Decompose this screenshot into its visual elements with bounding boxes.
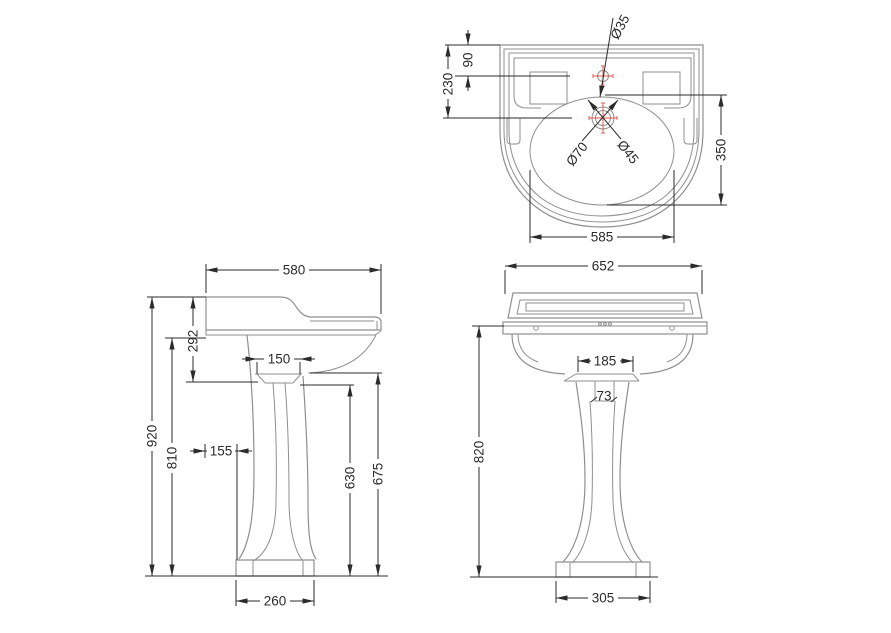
side-trap-cover (255, 373, 302, 384)
side-pedestal-back-edge (238, 334, 255, 560)
plan-inset-outline-2 (508, 52, 695, 217)
dim-305-label: 305 (592, 591, 615, 606)
side-bowl-underside-arc (307, 334, 377, 374)
front-overflow-hole-3 (608, 322, 612, 326)
dim-350-label: 350 (714, 139, 729, 162)
front-pedestal-inner-right (612, 400, 634, 564)
front-overflow-hole-1 (598, 322, 602, 326)
plan-view: Ø35 Ø70 Ø45 90 230 350 585 (441, 12, 729, 244)
dim-90-label: 90 (461, 52, 476, 67)
dim-155-label: 155 (210, 444, 233, 459)
front-bowl-inner-arc-right (666, 333, 688, 363)
dim-292-label: 292 (186, 330, 201, 353)
dim-260-label: 260 (264, 594, 287, 609)
dim-230-label: 230 (441, 73, 456, 96)
side-basin-outline (205, 296, 382, 331)
dim-150-label: 150 (268, 352, 291, 367)
plan-inset-outline-1 (503, 48, 700, 223)
dim-810-label: 810 (165, 447, 180, 470)
dim-820-label: 820 (472, 441, 487, 464)
dim-73-label: 73 (596, 389, 611, 404)
front-pedestal-outer-right (619, 381, 643, 563)
front-pedestal-inner-left (571, 400, 593, 564)
dim-580-label: 580 (283, 263, 306, 278)
front-waste-pipe (594, 381, 615, 402)
front-backsplash-outer (507, 292, 703, 319)
front-rim-slab (502, 321, 708, 335)
side-pedestal-front-edge (302, 375, 317, 560)
plan-shelf-inner-edge (513, 57, 692, 109)
plan-outer-outline (499, 44, 704, 228)
plan-bowl-outline (529, 96, 675, 206)
dim-630-label: 630 (343, 467, 358, 490)
dim-675-label: 675 (371, 463, 386, 486)
dim-73-tick-left (590, 396, 598, 403)
waste-outer-leader (581, 99, 619, 142)
plan-tap-platform-right (642, 71, 681, 105)
front-backsplash-inner-1 (516, 299, 694, 315)
front-bowl-arc-left (511, 333, 566, 375)
front-trap-cover (563, 373, 640, 382)
front-elevation-view: 652 820 185 73 305 (470, 259, 708, 606)
front-backsplash-inner-2 (525, 302, 685, 312)
front-fixing-hole-right (669, 325, 675, 331)
front-bowl-arc-right (639, 333, 694, 375)
dim-652-label: 652 (592, 259, 615, 274)
side-pedestal-base (235, 559, 315, 577)
plan-tap-platform-left (529, 71, 568, 105)
dim-585-label: 585 (591, 230, 614, 245)
tap-hole-dia-label: Ø35 (607, 12, 632, 42)
front-pedestal-outer-left (562, 381, 586, 563)
waste-inner-dia-label: Ø45 (614, 137, 642, 166)
waste-inner-leader (587, 99, 622, 140)
plan-bracket-right (683, 118, 698, 145)
side-pedestal-inner-right (284, 382, 304, 562)
side-elevation-view: 580 292 920 810 150 155 630 675 (145, 263, 388, 609)
side-pedestal-inner-left (252, 382, 277, 562)
front-bowl-inner-arc-left (517, 333, 539, 363)
waste-outer-dia-label: Ø70 (563, 139, 591, 168)
side-basin-lower-lip (205, 330, 382, 336)
plan-bracket-left (506, 118, 521, 145)
tap-hole-leader (599, 17, 614, 98)
front-overflow-hole-2 (603, 322, 607, 326)
dim-185-label: 185 (594, 354, 617, 369)
dim-73-tick-right (610, 396, 618, 403)
dim-920-label: 920 (145, 425, 160, 448)
front-fixing-hole-left (533, 325, 539, 331)
